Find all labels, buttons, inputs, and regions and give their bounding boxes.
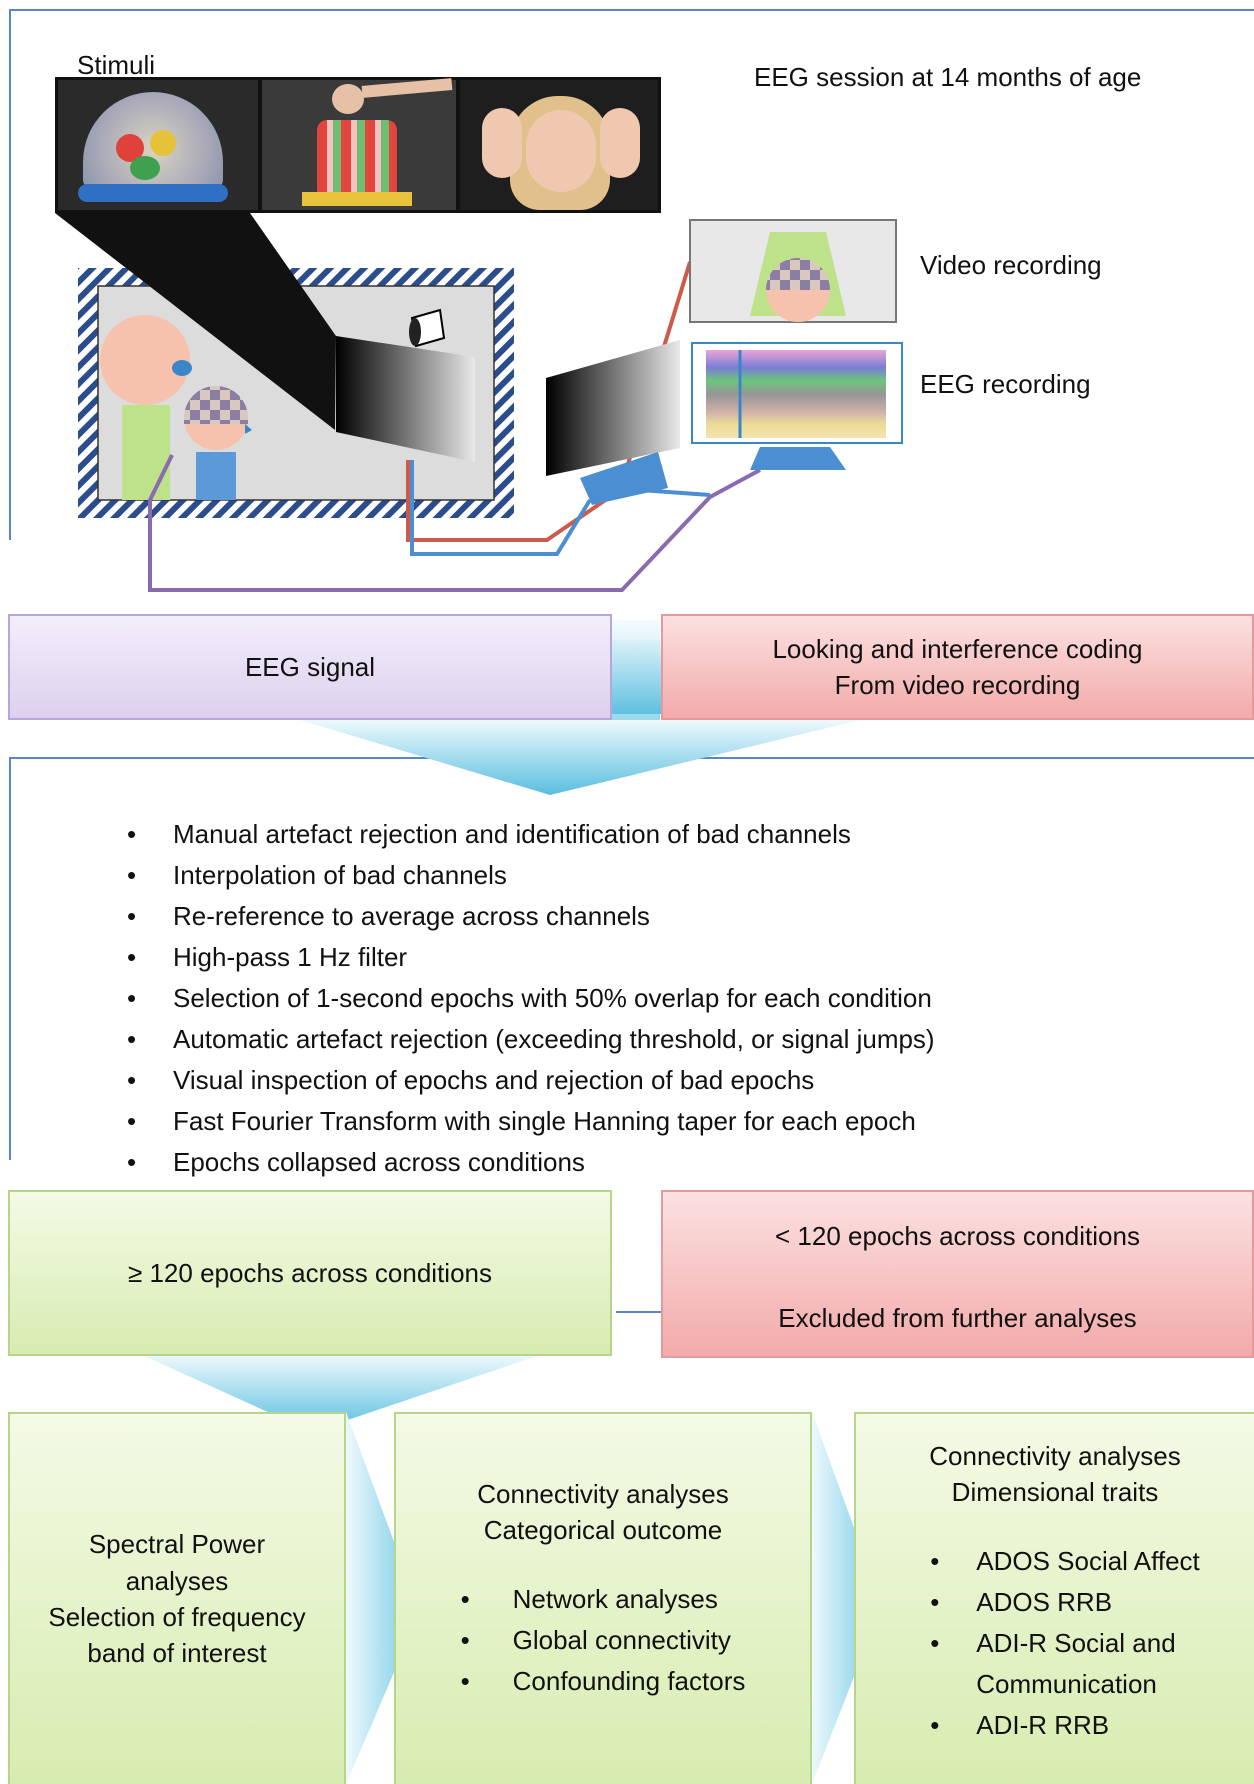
infant-body xyxy=(196,452,236,500)
excluded-epochs-line1: < 120 epochs across conditions xyxy=(775,1221,1140,1251)
parent-head xyxy=(100,315,190,405)
dimensional-items: ADOS Social Affect ADOS RRB ADI-R Social… xyxy=(930,1541,1200,1746)
list-item: Automatic artefact rejection (exceeding … xyxy=(127,1019,935,1060)
video-coding-box: Looking and interference coding From vid… xyxy=(661,614,1254,720)
included-epochs-label: ≥ 120 epochs across conditions xyxy=(127,1257,493,1288)
spectral-line: band of interest xyxy=(87,1638,267,1669)
parent-body xyxy=(122,405,170,500)
stimuli-label: Stimuli xyxy=(77,50,156,80)
stimuli-callout xyxy=(55,213,336,430)
stimulus-screen xyxy=(336,336,475,462)
list-item: ADOS RRB xyxy=(930,1582,1200,1623)
list-item: ADOS Social Affect xyxy=(930,1541,1200,1582)
parent-eye xyxy=(172,360,192,376)
stimulus-photo-toy-dome xyxy=(58,80,258,210)
eeg-recording-label: EEG recording xyxy=(920,369,1091,399)
dimensional-title-line: Connectivity analyses xyxy=(929,1441,1181,1471)
list-item: Epochs collapsed across conditions xyxy=(127,1142,935,1183)
list-item: ADI-R Social and xyxy=(930,1623,1200,1664)
excluded-epochs-line2: Excluded from further analyses xyxy=(778,1302,1137,1333)
cable-screen xyxy=(410,460,592,556)
arrow-epochs-to-analyses xyxy=(142,1355,540,1432)
stimulus-photo-toy-spinner xyxy=(262,78,456,210)
chevron-2 xyxy=(812,1412,882,1784)
video-recording-label: Video recording xyxy=(920,250,1102,280)
eeg-signal-box: EEG signal xyxy=(8,614,612,720)
session-frame xyxy=(9,9,1254,540)
monitor-stand xyxy=(580,452,668,505)
spectral-line: analyses xyxy=(125,1565,229,1596)
eeg-monitor-stand xyxy=(750,447,846,470)
categorical-title-line: Categorical outcome xyxy=(483,1515,723,1546)
list-item: Re-reference to average across channels xyxy=(127,896,935,937)
session-title: EEG session at 14 months of age xyxy=(754,62,1142,92)
video-coding-line1: Looking and interference coding xyxy=(772,633,1143,664)
list-item: Selection of 1-second epochs with 50% ov… xyxy=(127,978,935,1019)
video-coding-line2: From video recording xyxy=(834,670,1081,700)
spectral-line: Selection of frequency xyxy=(48,1602,306,1632)
camera xyxy=(409,308,446,348)
categorical-title-line: Connectivity analyses xyxy=(477,1479,729,1509)
stimuli-strip xyxy=(55,77,661,213)
list-item-continuation: Communication xyxy=(976,1668,1157,1699)
spectral-power-box: Spectral Power analyses Selection of fre… xyxy=(8,1412,346,1784)
experimenter-monitor xyxy=(546,340,680,476)
included-epochs-box: ≥ 120 epochs across conditions xyxy=(8,1190,612,1356)
list-item: Manual artefact rejection and identifica… xyxy=(127,814,935,855)
list-item: Fast Fourier Transform with single Hanni… xyxy=(127,1101,935,1142)
stimulus-photo-face xyxy=(460,80,658,210)
preprocessing-frame xyxy=(9,757,1254,1160)
eeg-signal-label: EEG signal xyxy=(244,651,376,682)
categorical-connectivity-box: Connectivity analyses Categorical outcom… xyxy=(394,1412,812,1784)
excluded-epochs-box: < 120 epochs across conditions Excluded … xyxy=(661,1190,1254,1358)
list-item: Network analyses xyxy=(461,1579,746,1620)
list-item: Visual inspection of epochs and rejectio… xyxy=(127,1060,935,1101)
categorical-items: Network analyses Global connectivity Con… xyxy=(461,1579,746,1702)
preprocessing-steps: Manual artefact rejection and identifica… xyxy=(127,814,935,1183)
list-item: Interpolation of bad channels xyxy=(127,855,935,896)
list-item: ADI-R RRB xyxy=(930,1705,1200,1746)
dimensional-title-line: Dimensional traits xyxy=(951,1477,1159,1508)
dimensional-connectivity-box: Connectivity analyses Dimensional traits… xyxy=(854,1412,1254,1784)
list-item: High-pass 1 Hz filter xyxy=(127,937,935,978)
chevron-1 xyxy=(346,1412,420,1784)
spectral-line: Spectral Power xyxy=(88,1529,266,1560)
list-item: Global connectivity xyxy=(461,1620,746,1661)
cable-eeg xyxy=(148,454,761,592)
list-item: Confounding factors xyxy=(461,1661,746,1702)
